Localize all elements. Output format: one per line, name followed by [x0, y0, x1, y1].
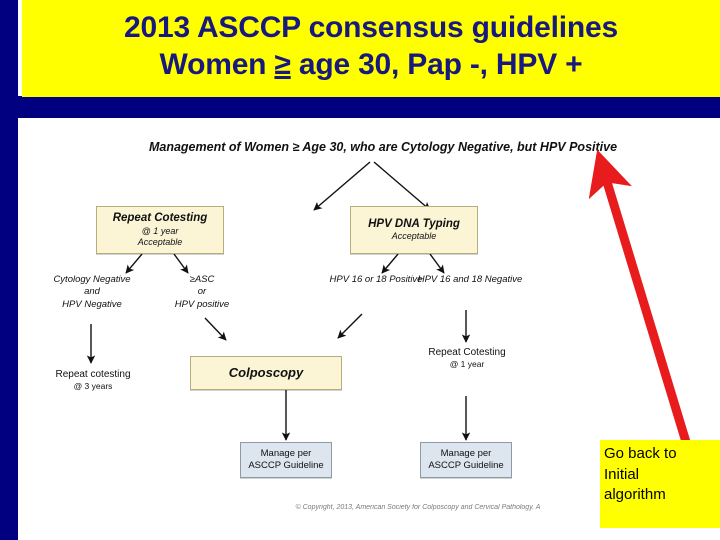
label-hpv-16-and-18-negative: HPV 16 and 18 Negative: [404, 274, 536, 286]
node-manage-per-asccp-right[interactable]: Manage per ASCCP Guideline: [420, 442, 512, 478]
node-colposcopy[interactable]: Colposcopy: [190, 356, 342, 390]
copyright-notice: © Copyright, 2013, American Society for …: [295, 504, 541, 511]
label-line-1: Repeat cotesting: [55, 369, 131, 380]
label-line-1: Repeat Cotesting: [428, 347, 506, 358]
callout-go-back-to-initial-algorithm: Go back to Initial algorithm: [600, 440, 720, 528]
node-line-2: ASCCP Guideline: [248, 460, 324, 471]
node-line-1: Manage per: [260, 448, 312, 460]
frame-top-band: [0, 96, 720, 118]
node-hpv-dna-typing[interactable]: HPV DNA Typing Acceptable: [350, 206, 478, 254]
label-cytology-negative-hpv-negative: Cytology Negative and HPV Negative: [32, 274, 152, 311]
label-asc-or-hpv-positive: ≥ASC or HPV positive: [150, 274, 254, 311]
title-banner: 2013 ASCCP consensus guidelines Women ≥ …: [22, 0, 720, 97]
node-line-2: ASCCP Guideline: [428, 460, 504, 471]
label-line-2: @ 3 years: [73, 381, 113, 391]
page-title-line-1: 2013 ASCCP consensus guidelines: [124, 10, 618, 44]
node-title: Repeat Cotesting: [112, 211, 208, 224]
label-line-2: and: [84, 286, 100, 298]
label-line-1: Cytology Negative: [53, 274, 131, 285]
label-hpv-16-or-18-positive: HPV 16 or 18 Positive: [314, 274, 438, 286]
label-line-2: @ 1 year: [449, 359, 485, 369]
node-subtitle-2: Acceptable: [137, 236, 183, 247]
diagram-header: Management of Women ≥ Age 30, who are Cy…: [148, 140, 618, 154]
node-title: Colposcopy: [228, 365, 304, 381]
node-subtitle-1: Acceptable: [391, 231, 437, 242]
node-title: HPV DNA Typing: [368, 217, 460, 230]
label-repeat-cotesting-3-years: Repeat cotesting @ 3 years: [32, 368, 154, 392]
title-suffix: age 30, Pap -, HPV +: [290, 47, 583, 81]
node-repeat-cotesting-1-year[interactable]: Repeat Cotesting @ 1 year Acceptable: [96, 206, 224, 254]
title-prefix: Women: [159, 47, 275, 81]
node-line-1: Manage per: [440, 448, 492, 460]
label-line-2: or: [197, 286, 207, 298]
label-line-1: HPV 16 or 18 Positive: [329, 274, 423, 285]
callout-line-1: Go back to: [604, 445, 677, 462]
label-line-1: HPV 16 and 18 Negative: [417, 274, 523, 285]
label-repeat-cotesting-1-year: Repeat Cotesting @ 1 year: [406, 346, 528, 370]
label-line-1: ≥ASC: [189, 274, 215, 285]
greater-equal-symbol: ≥: [274, 47, 291, 81]
frame-left-border: [0, 0, 18, 540]
label-line-3: HPV positive: [174, 298, 230, 310]
callout-line-2: Initial: [604, 465, 640, 483]
node-manage-per-asccp-left[interactable]: Manage per ASCCP Guideline: [240, 442, 332, 478]
page-title-line-2: Women ≥ age 30, Pap -, HPV +: [160, 47, 583, 84]
callout-line-3: algorithm: [604, 486, 666, 504]
label-line-3: HPV Negative: [62, 298, 122, 310]
node-subtitle-1: @ 1 year: [141, 225, 179, 236]
